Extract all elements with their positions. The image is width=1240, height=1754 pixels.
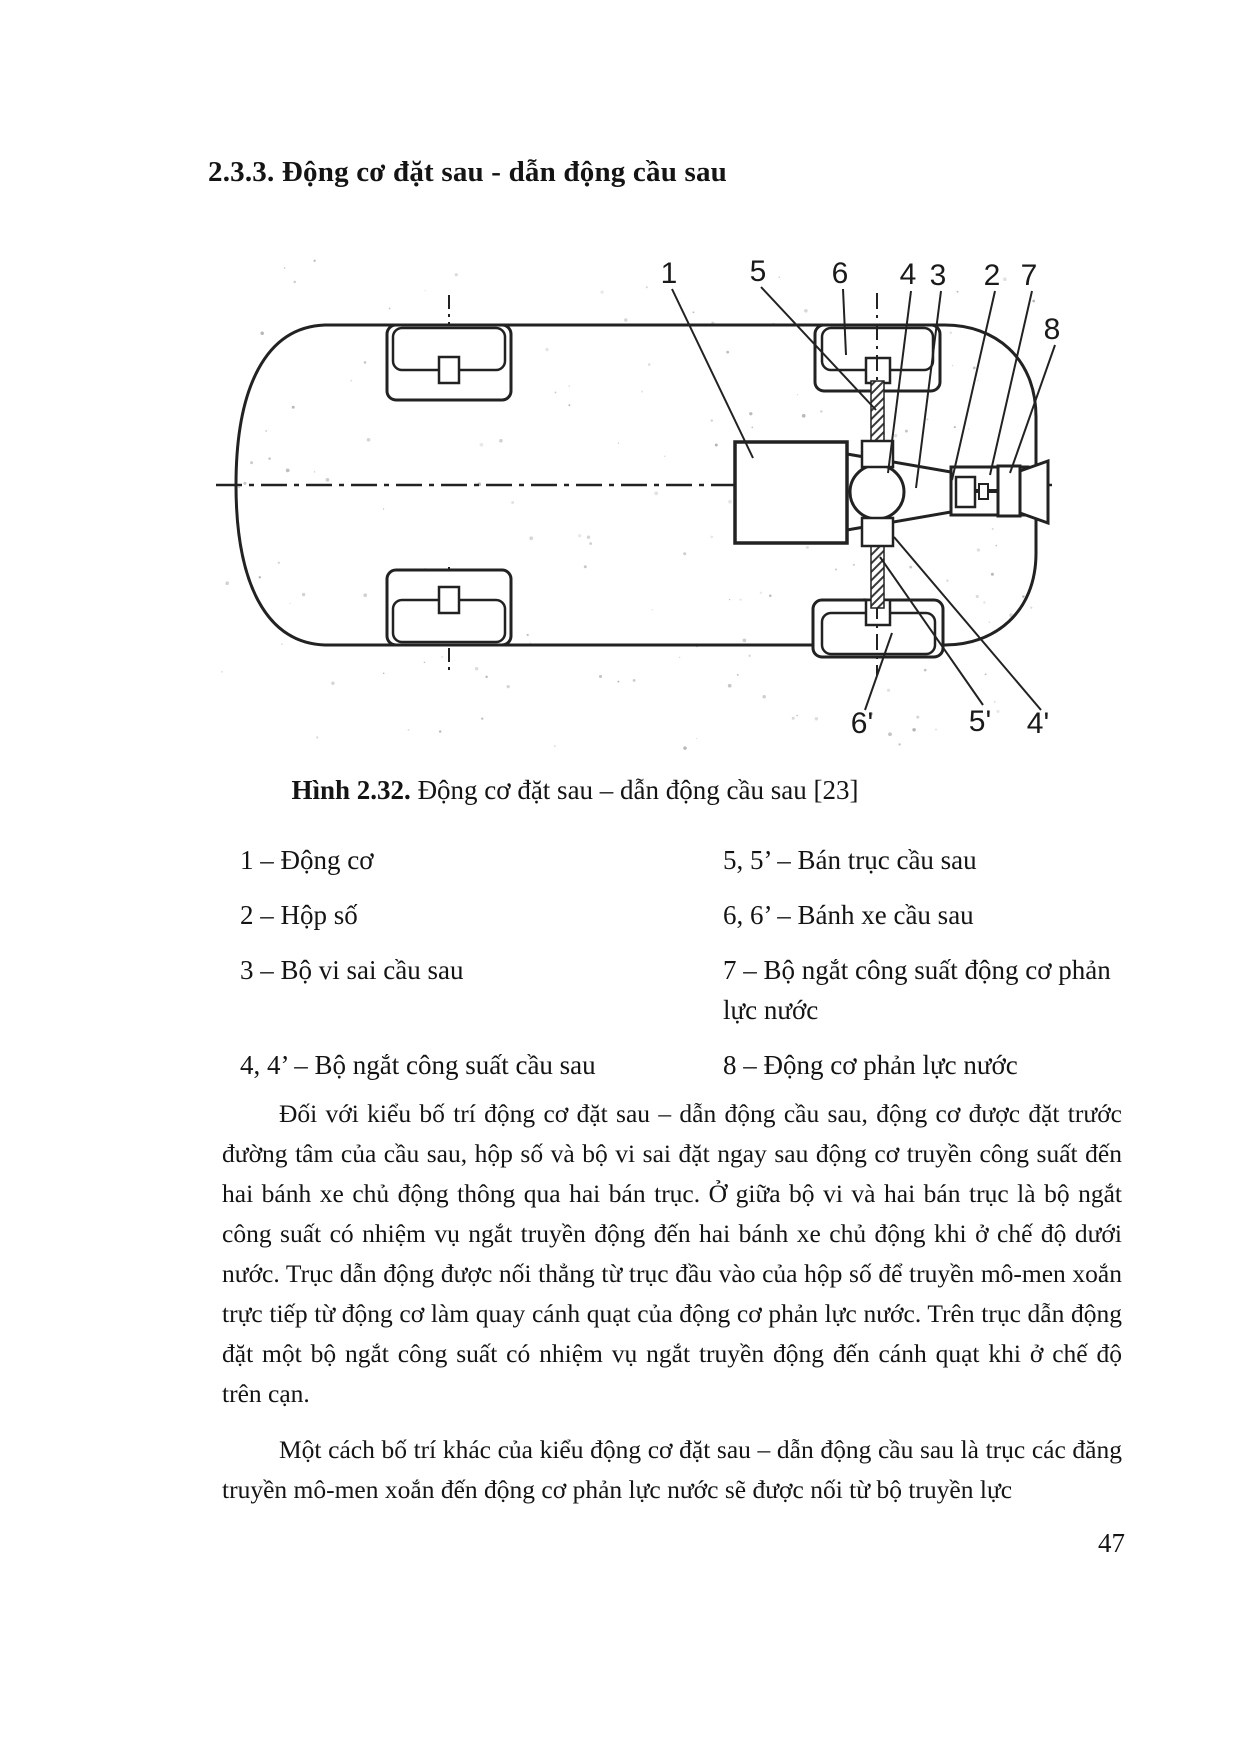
legend-item-6: 6, 6’ – Bánh xe cầu sau: [723, 900, 974, 930]
figure-caption: Hình 2.32. Động cơ đặt sau – dẫn động cầ…: [0, 775, 1150, 806]
front-wheel-bottom: [385, 567, 513, 675]
half-shaft-top: [870, 380, 885, 444]
part-label-6: 6: [832, 257, 849, 290]
differential-circle: [848, 463, 906, 521]
leader-lines: [671, 286, 1056, 711]
water-jet-assembly: [949, 458, 1050, 526]
legend-row: 3 – Bộ vi sai cầu sau 7 – Bộ ngắt công s…: [240, 950, 1120, 1030]
pto-coupling-top: [860, 439, 895, 469]
figure-caption-text: Động cơ đặt sau – dẫn động cầu sau [23]: [410, 775, 859, 805]
legend-item-4: 4, 4’ – Bộ ngắt công suất cầu sau: [240, 1050, 596, 1080]
legend-item-8: 8 – Động cơ phản lực nước: [723, 1050, 1018, 1080]
pto-coupling-bottom: [860, 516, 895, 548]
part-label-6p: 6': [851, 707, 873, 740]
part-label-5: 5: [750, 255, 767, 288]
legend-item-1: 1 – Động cơ: [240, 845, 374, 875]
legend-row: 4, 4’ – Bộ ngắt công suất cầu sau 8 – Độ…: [240, 1045, 1120, 1085]
legend-row: 1 – Động cơ 5, 5’ – Bán trục cầu sau: [240, 840, 1120, 880]
part-label-8: 8: [1044, 313, 1060, 346]
paragraph-1: Đối với kiểu bố trí động cơ đặt sau – dẫ…: [222, 1099, 1122, 1408]
part-label-5p: 5': [969, 705, 991, 738]
legend-item-5: 5, 5’ – Bán trục cầu sau: [723, 845, 977, 875]
figure-caption-label: Hình 2.32.: [291, 775, 411, 805]
legend-row: 2 – Hộp số 6, 6’ – Bánh xe cầu sau: [240, 895, 1120, 935]
part-label-2: 2: [984, 259, 1001, 292]
figure-legend: 1 – Động cơ 5, 5’ – Bán trục cầu sau 2 –…: [240, 840, 1120, 1100]
part-label-3: 3: [930, 259, 947, 292]
page-number: 47: [1098, 1528, 1125, 1558]
part-label-4: 4: [900, 258, 917, 291]
legend-item-2: 2 – Hộp số: [240, 900, 358, 930]
vehicle-hull-outline: [234, 323, 1038, 647]
figure-diagram: 1 5 6 4 3 2 7 8 6' 5' 4': [216, 255, 1060, 750]
half-shaft-bottom: [870, 545, 885, 609]
engine-rect: [733, 440, 849, 545]
part-label-7: 7: [1021, 259, 1038, 292]
legend-item-7: 7 – Bộ ngắt công suất động cơ phản lực n…: [723, 955, 1111, 1025]
section-heading: 2.3.3. Động cơ đặt sau - dẫn động cầu sa…: [208, 156, 727, 188]
body-text: Đối với kiểu bố trí động cơ đặt sau – dẫ…: [222, 1094, 1122, 1510]
part-label-1: 1: [661, 257, 678, 290]
legend-item-3: 3 – Bộ vi sai cầu sau: [240, 955, 464, 985]
paragraph-2: Một cách bố trí khác của kiểu động cơ đặ…: [222, 1435, 1122, 1504]
figure: 1 5 6 4 3 2 7 8 6' 5' 4': [210, 205, 1060, 765]
part-label-4p: 4': [1027, 707, 1049, 740]
front-wheel-top: [385, 295, 513, 403]
